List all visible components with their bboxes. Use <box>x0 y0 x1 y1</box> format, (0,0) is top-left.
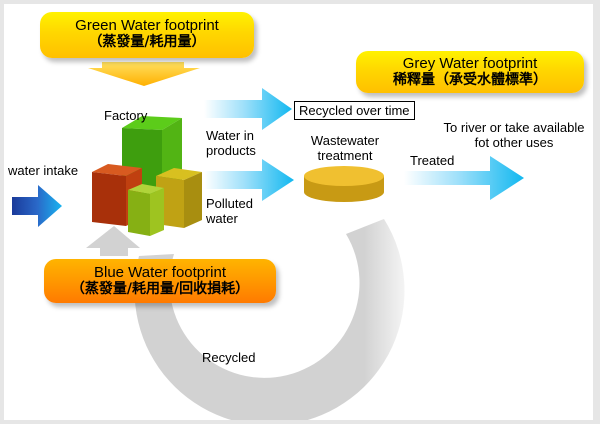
products-arrow <box>204 88 292 130</box>
polluted-arrow <box>204 159 294 201</box>
water-intake-label: water intake <box>8 163 79 178</box>
grey-badge-subtitle: 稀釋量（承受水體標準） <box>393 72 547 88</box>
factory-blocks-icon <box>92 116 202 236</box>
water-in-products-label: Water in products <box>206 128 256 158</box>
treated-label: Treated <box>410 153 455 168</box>
blue-badge-subtitle: （蒸發量/耗用量/回收損耗） <box>70 281 250 297</box>
green-badge-subtitle: （蒸發量/耗用量） <box>88 34 206 50</box>
factory-label: Factory <box>104 108 148 123</box>
green-water-footprint-badge: Green Water footprint （蒸發量/耗用量） <box>40 12 254 58</box>
wastewater-treatment-label: Wastewater treatment <box>310 133 380 163</box>
diagram-canvas: Green Water footprint （蒸發量/耗用量） Grey Wat… <box>4 4 593 420</box>
grey-badge-title: Grey Water footprint <box>402 55 538 72</box>
green-badge-title: Green Water footprint <box>75 17 219 34</box>
intake-arrow <box>12 185 62 227</box>
recycled-over-time-label: Recycled over time <box>294 101 415 120</box>
treatment-tank-icon <box>304 166 384 202</box>
blue-water-footprint-badge: Blue Water footprint （蒸發量/耗用量/回收損耗） <box>44 259 276 303</box>
diagram-graphics <box>12 62 524 420</box>
green-down-arrow <box>88 62 200 86</box>
recycle-loop-arrow <box>86 219 405 420</box>
destination-label: To river or take available fot other use… <box>443 120 585 150</box>
blue-badge-title: Blue Water footprint <box>93 264 226 281</box>
polluted-water-label: Polluted water <box>206 196 253 226</box>
treated-arrow <box>404 156 524 200</box>
grey-water-footprint-badge: Grey Water footprint 稀釋量（承受水體標準） <box>356 51 584 93</box>
recycled-label: Recycled <box>202 350 256 365</box>
